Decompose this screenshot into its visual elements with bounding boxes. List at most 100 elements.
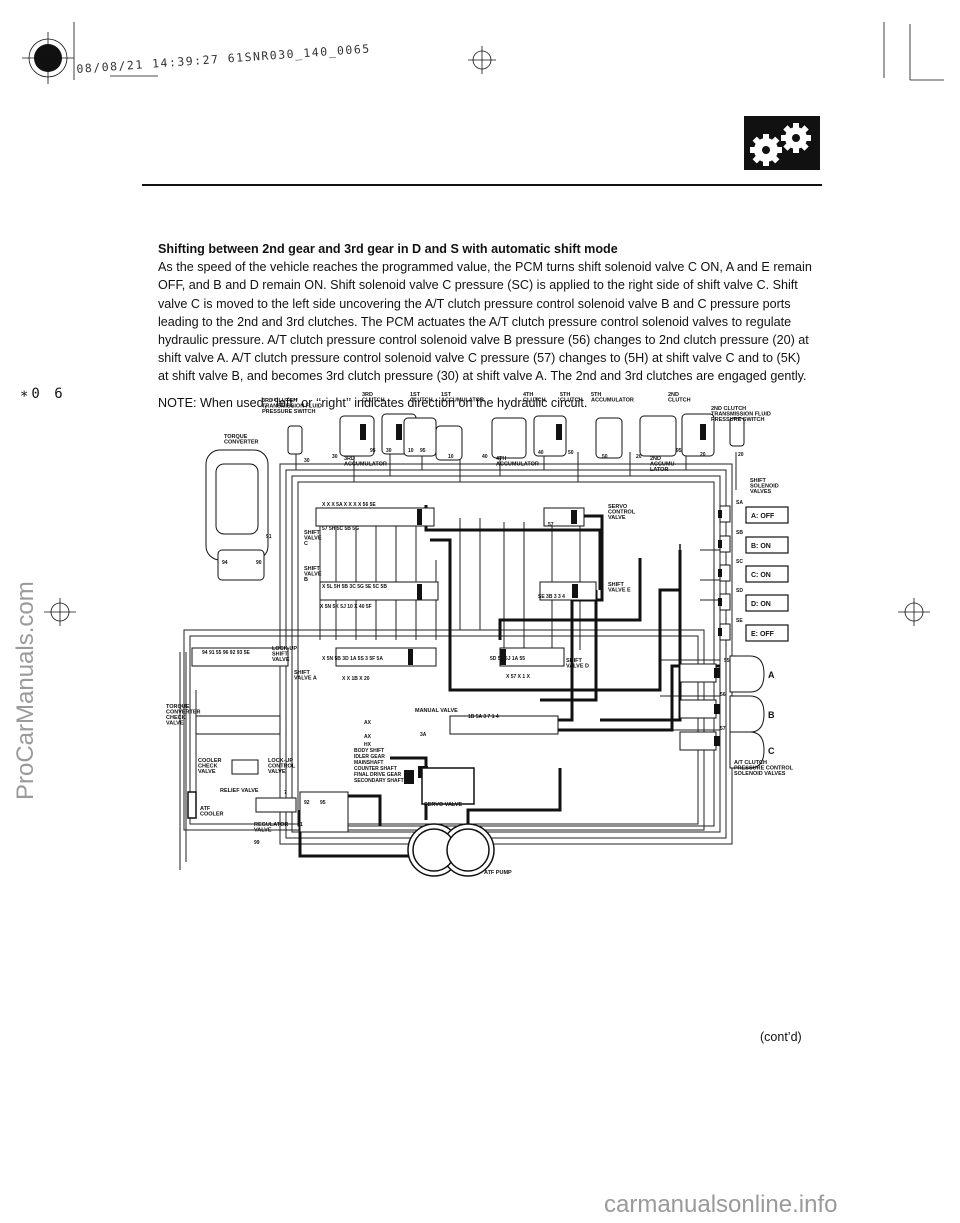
svg-text:1B 5A 3 7 1 4: 1B 5A 3 7 1 4: [468, 714, 499, 720]
svg-text:99: 99: [254, 840, 260, 846]
label-shift-valve-a: SHIFT: [294, 670, 311, 676]
label-pressure-control-solenoids: A/T CLUTCH: [734, 760, 767, 766]
continued-note: (cont’d): [760, 1030, 802, 1044]
svg-text:7: 7: [284, 790, 287, 796]
svg-text:X X 1B X 20: X X 1B X 20: [342, 676, 370, 682]
svg-text:X 5N 5K 5J 10 X 40: X 5N 5K 5J 10 X 40 5F: [320, 604, 372, 610]
label-1st-accumulator: 1ST: [441, 392, 452, 398]
svg-text:94: 94: [222, 560, 228, 566]
svg-text:91: 91: [266, 534, 272, 540]
label-torque-converter: TORQUE: [224, 434, 248, 440]
svg-text:SB: SB: [736, 530, 743, 536]
svg-text:AX: AX: [364, 720, 372, 726]
svg-text:30: 30: [332, 454, 338, 460]
solenoid-c-state: C: ON: [751, 572, 771, 579]
svg-text:COUNTER SHAFT: COUNTER SHAFT: [354, 766, 397, 772]
label-1st-clutch: 1ST: [410, 392, 421, 398]
svg-text:SD: SD: [736, 588, 743, 594]
svg-text:40: 40: [538, 450, 544, 456]
svg-text:30: 30: [386, 448, 392, 454]
svg-text:95: 95: [420, 448, 426, 454]
svg-text:95: 95: [676, 448, 682, 454]
section-note: NOTE: When used, ‘‘left’’ or ‘‘right’’ i…: [158, 395, 588, 410]
svg-text:56: 56: [720, 692, 726, 698]
svg-text:55: 55: [724, 658, 730, 664]
label-relief-valve: RELIEF VALVE: [220, 788, 259, 794]
svg-text:SE: SE: [736, 618, 743, 624]
svg-text:IDLER GEAR: IDLER GEAR: [354, 754, 385, 760]
svg-text:94 91 55 96 92 93 5E: 94 91 55 96 92 93 5E: [202, 650, 250, 656]
section-gear-icon: [744, 116, 820, 170]
svg-text:57: 57: [720, 726, 726, 732]
svg-text:SECONDARY SHAFT: SECONDARY SHAFT: [354, 778, 404, 784]
svg-text:X 57 X 1 X: X 57 X 1 X: [506, 674, 531, 680]
svg-text:X X X 5A X X X X 56: X X X 5A X X X X 56 5E: [322, 502, 376, 508]
svg-text:AX: AX: [364, 734, 372, 740]
svg-text:MAINSHAFT: MAINSHAFT: [354, 760, 383, 766]
watermark-footer: carmanualsonline.info: [604, 1191, 838, 1218]
watermark-side: ProCarManuals.com: [12, 581, 39, 800]
label-servo-control-valve: SERVO: [608, 504, 628, 510]
label-regulator-valve: REGULATOR: [254, 822, 288, 828]
svg-text:HX: HX: [364, 742, 372, 748]
pressure-solenoid-b: B: [768, 710, 775, 720]
page-number: ∗0 6: [20, 386, 66, 402]
svg-text:X 5L 5H 5B 3C 5G 5E: X 5L 5H 5B 3C 5G 5E 5C 5B: [322, 584, 387, 590]
label-shift-valve-c: SHIFT: [304, 530, 321, 536]
header-rule: [142, 184, 822, 186]
solenoid-e-state: E: OFF: [751, 631, 775, 638]
pressure-solenoid-c: C: [768, 746, 775, 756]
section-body: As the speed of the vehicle reaches the …: [158, 260, 812, 384]
svg-text:3A: 3A: [420, 732, 427, 738]
svg-text:FINAL DRIVE GEAR: FINAL DRIVE GEAR: [354, 772, 402, 778]
label-4th-clutch: 4TH: [523, 392, 533, 398]
label-atf-pump: ATF PUMP: [484, 870, 512, 876]
svg-text:BODY SHIFT: BODY SHIFT: [354, 748, 384, 754]
label-2nd-accumulator: 2ND: [650, 456, 661, 462]
label-3rd-clutch: 3RD: [362, 392, 373, 398]
svg-text:SC: SC: [736, 559, 743, 565]
svg-text:20: 20: [636, 454, 642, 460]
solenoid-b-state: B: ON: [751, 543, 771, 550]
svg-text:SA: SA: [736, 500, 743, 506]
section-text: Shifting between 2nd gear and 3rd gear i…: [158, 240, 813, 412]
svg-text:92: 92: [304, 800, 310, 806]
svg-text:10: 10: [408, 448, 414, 454]
label-shift-valve-d: SHIFT: [566, 658, 583, 664]
section-heading: Shifting between 2nd gear and 3rd gear i…: [158, 242, 618, 256]
svg-text:20: 20: [700, 452, 706, 458]
svg-text:SE 3B 3 3 4: SE 3B 3 3 4: [538, 594, 565, 600]
svg-text:X 5N 5B 3D 1A 5S 3: X 5N 5B 3D 1A 5S 3 5F 5A: [322, 656, 383, 662]
pressure-solenoid-a: A: [768, 670, 775, 680]
svg-text:30: 30: [304, 458, 310, 464]
label-shift-valve-b: SHIFT: [304, 566, 321, 572]
label-shift-solenoid-valves: SHIFT: [750, 478, 767, 484]
label-4th-accumulator: 4TH: [496, 456, 506, 462]
label-3rd-clutch-switch: 3RD CLUTCH: [262, 398, 297, 404]
label-5th-clutch: 5TH: [560, 392, 570, 398]
svg-text:50: 50: [568, 450, 574, 456]
svg-text:5D 5L 5J 1A 55: 5D 5L 5J 1A 55: [490, 656, 525, 662]
label-tc-check-valve: TORQUE: [166, 704, 190, 710]
svg-text:40: 40: [482, 454, 488, 460]
